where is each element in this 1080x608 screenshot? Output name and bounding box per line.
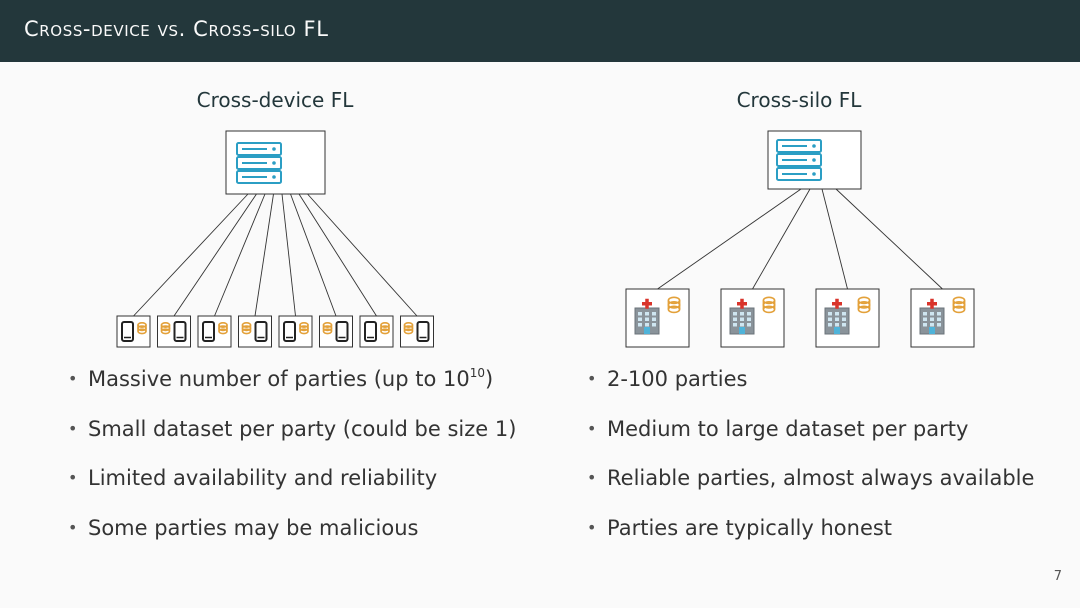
bullet-item: • Some parties may be malicious xyxy=(68,516,516,540)
connection-line xyxy=(290,193,337,317)
bullet-item: • Small dataset per party (could be size … xyxy=(68,417,516,441)
hospital-with-database-icon xyxy=(625,288,690,348)
connection-line xyxy=(281,193,296,317)
server-rack-icon xyxy=(767,130,862,190)
bullet-marker: • xyxy=(587,468,597,488)
slide-title: Cross-device vs. Cross-silo FL xyxy=(24,17,329,41)
bullet-marker: • xyxy=(68,369,78,388)
connection-line xyxy=(657,188,802,290)
bullet-item: • Massive number of parties (up to 1010) xyxy=(68,367,516,391)
cross-silo-bullet-list: • 2-100 parties • Medium to large dataset p… xyxy=(587,367,1034,565)
connection-line xyxy=(821,188,848,290)
phone-with-database-icon xyxy=(359,315,394,348)
bullet-text: Small dataset per party (could be size 1… xyxy=(88,416,517,441)
connection-line xyxy=(173,193,257,317)
connection-line xyxy=(133,193,249,317)
connection-line xyxy=(254,193,274,317)
phone-with-database-icon xyxy=(319,315,353,348)
bullet-marker: • xyxy=(68,517,78,537)
cross-device-bullet-list: •Massive number of parties (up to 1010)•… xyxy=(68,367,516,565)
connection-line xyxy=(298,193,377,317)
bullet-marker: • xyxy=(587,418,597,438)
connection-line xyxy=(307,193,418,317)
bullet-marker: • xyxy=(68,418,78,438)
bullet-superscript: 10 xyxy=(469,366,485,380)
server-rack-icon xyxy=(225,130,326,195)
hospital-with-database-icon xyxy=(815,288,880,348)
cross-silo-heading: Cross-silo FL xyxy=(736,88,862,112)
phone-with-database-icon xyxy=(278,315,313,348)
bullet-marker: • xyxy=(587,369,597,388)
phone-with-database-icon xyxy=(157,315,191,348)
connection-line xyxy=(214,193,266,317)
bullet-text: Limited availability and reliability xyxy=(88,466,438,491)
phone-with-database-icon xyxy=(400,315,434,348)
title-bar: Cross-device vs. Cross-silo FL xyxy=(0,0,1080,62)
page-number: 7 xyxy=(1053,569,1062,584)
bullet-text: Reliable parties, almost always availabl… xyxy=(607,466,1035,491)
bullet-text: Medium to large dataset per party xyxy=(607,416,969,441)
phone-with-database-icon xyxy=(238,315,272,348)
bullet-item: • 2-100 parties xyxy=(587,367,1034,391)
bullet-marker: • xyxy=(68,468,78,488)
bullet-item: • Medium to large dataset per party xyxy=(587,417,1034,441)
connection-line xyxy=(752,188,811,290)
bullet-marker: • xyxy=(587,517,597,537)
cross-device-heading: Cross-device FL xyxy=(196,88,354,112)
hospital-with-database-icon xyxy=(910,288,975,348)
bullet-item: • Reliable parties, almost always availab… xyxy=(587,466,1034,490)
bullet-item: • Limited availability and reliability xyxy=(68,466,516,490)
connection-line xyxy=(835,188,943,290)
bullet-text: Some parties may be malicious xyxy=(88,515,419,540)
bullet-text: Parties are typically honest xyxy=(607,515,893,540)
phone-with-database-icon xyxy=(116,315,151,348)
bullet-suffix: ) xyxy=(484,367,494,391)
bullet-text: Massive number of parties (up to 10 xyxy=(88,367,470,391)
phone-with-database-icon xyxy=(197,315,232,348)
bullet-item: • Parties are typically honest xyxy=(587,516,1034,540)
bullet-text: 2-100 parties xyxy=(607,367,748,391)
hospital-with-database-icon xyxy=(720,288,785,348)
